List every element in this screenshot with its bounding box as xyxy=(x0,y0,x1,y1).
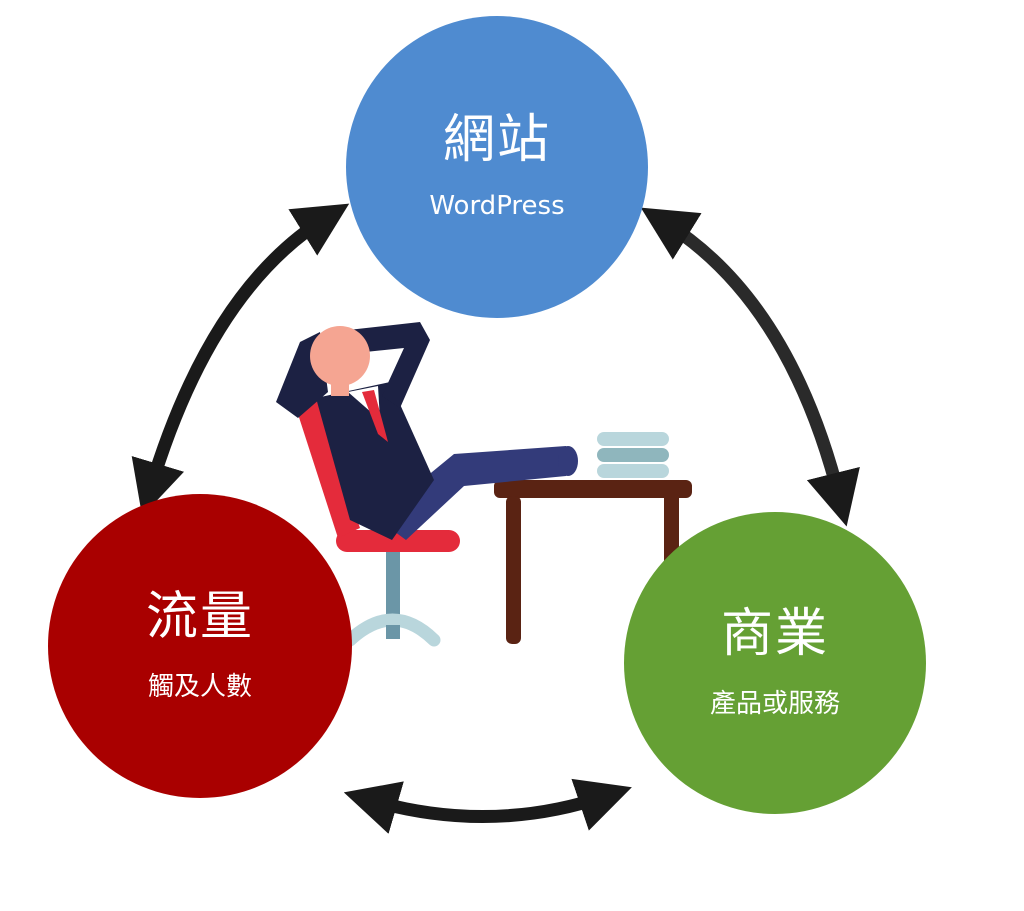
node-traffic-subtitle: 觸及人數 xyxy=(147,672,252,702)
arrow-traffic-business xyxy=(343,778,632,834)
relaxed-businessman-feet-on-desk-icon xyxy=(276,322,692,647)
node-business-title: 商業 xyxy=(720,603,829,664)
books-icon xyxy=(597,432,669,478)
desk-icon xyxy=(494,480,692,644)
node-traffic: 流量 觸及人數 xyxy=(48,494,352,798)
arrow-website-business xyxy=(640,207,860,527)
chair-icon xyxy=(296,398,460,647)
node-website-title: 網站 xyxy=(442,109,551,170)
node-traffic-title: 流量 xyxy=(145,586,254,647)
node-business-subtitle: 產品或服務 xyxy=(709,689,840,719)
node-business: 商業 產品或服務 xyxy=(624,512,926,814)
node-website-subtitle: WordPress xyxy=(429,191,565,221)
arrow-website-traffic xyxy=(131,203,350,517)
node-website: 網站 WordPress xyxy=(346,16,648,318)
